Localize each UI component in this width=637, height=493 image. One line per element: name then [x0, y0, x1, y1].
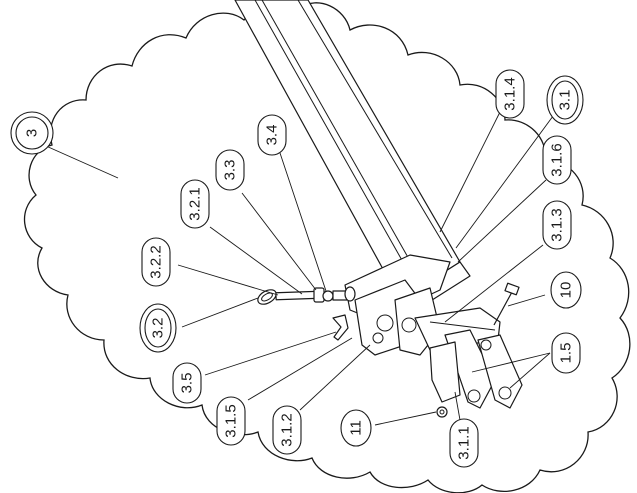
callout-1-5: 1.5 [551, 332, 581, 374]
callout-3: 3 [10, 111, 54, 155]
callout-11: 11 [340, 409, 372, 447]
callout-3-1-2-label: 3.1.2 [279, 413, 296, 446]
callout-3-3-label: 3.3 [222, 160, 239, 181]
callout-3-2-label: 3.2 [150, 318, 167, 339]
callout-11-label: 11 [348, 420, 365, 436]
callout-3-2-2: 3.2.2 [141, 237, 171, 287]
leader-lines [45, 111, 557, 426]
callout-3-4: 3.4 [257, 114, 287, 156]
callout-3-1-2: 3.1.2 [272, 405, 302, 455]
callout-10: 10 [550, 271, 582, 309]
callout-3-1-label: 3.1 [557, 90, 574, 111]
callout-3-3: 3.3 [215, 149, 245, 191]
callout-3-2-1-label: 3.2.1 [187, 187, 204, 220]
callout-3-2-2-label: 3.2.2 [148, 245, 165, 278]
callout-3-1-5: 3.1.5 [216, 396, 246, 446]
callout-3-5-label: 3.5 [179, 373, 196, 394]
callout-3-1: 3.1 [546, 75, 584, 125]
callout-3-1-4-label: 3.1.4 [502, 77, 519, 110]
callout-3-1-1-label: 3.1.1 [456, 426, 473, 459]
callout-3-1-1: 3.1.1 [449, 418, 479, 468]
callout-3-1-3-label: 3.1.3 [549, 208, 566, 241]
callout-3-1-5-label: 3.1.5 [223, 404, 240, 437]
boom-tube [234, 0, 471, 315]
callout-3-2: 3.2 [139, 303, 177, 353]
locking-pin [257, 286, 356, 341]
callout-1-5-label: 1.5 [558, 343, 575, 364]
callout-bubbles: 3 3.1 3.1.4 3.1.6 3.1.3 10 1.5 3 [10, 69, 584, 468]
callout-3-1-6: 3.1.6 [542, 135, 572, 185]
callout-3-1-6-label: 3.1.6 [549, 143, 566, 176]
callout-3-2-1: 3.2.1 [180, 179, 210, 229]
callout-3-label: 3 [24, 129, 41, 137]
bracket-assembly [344, 254, 523, 418]
callout-3-5: 3.5 [172, 362, 202, 404]
callout-10-label: 10 [558, 282, 575, 299]
callout-3-1-4: 3.1.4 [495, 69, 525, 119]
callout-3-4-label: 3.4 [264, 125, 281, 146]
callout-3-1-3: 3.1.3 [542, 200, 572, 250]
